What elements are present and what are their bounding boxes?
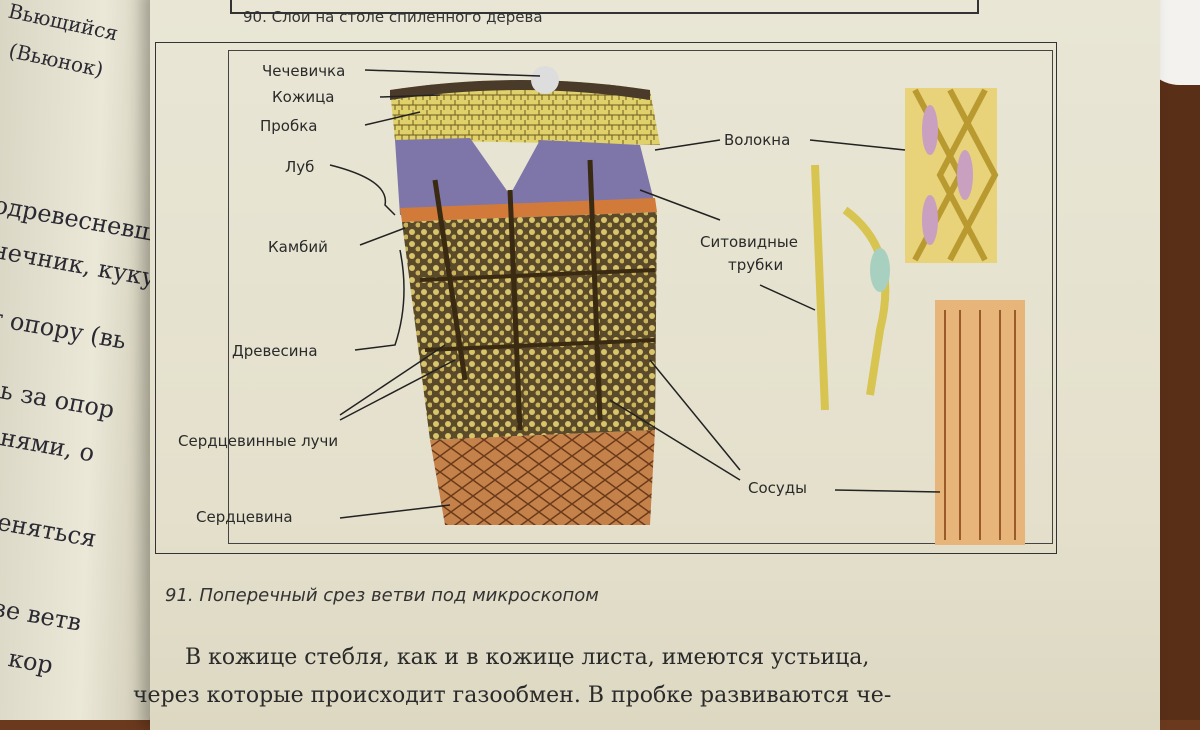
label-wood: Древесина <box>232 342 318 360</box>
label-cambium: Камбий <box>268 238 328 256</box>
label-sieve-tubes-2: трубки <box>728 256 784 274</box>
figure91-outer-frame <box>155 42 1057 554</box>
label-medullary-rays: Сердцевинные лучи <box>178 432 339 450</box>
cork-layer <box>390 80 660 145</box>
label-phloem: Луб <box>285 158 315 176</box>
label-cork: Пробка <box>260 117 318 135</box>
epidermis-layer <box>390 80 650 100</box>
annual-ring <box>419 268 656 352</box>
table-surface <box>1160 0 1200 720</box>
pith <box>430 430 655 525</box>
medullary-ray <box>587 159 603 421</box>
vessels-drawing <box>935 300 1025 545</box>
figure91-inner-frame <box>228 50 1053 544</box>
label-vessels: Сосуды <box>748 479 807 497</box>
medullary-ray <box>507 189 523 431</box>
figure91-caption: 91. Поперечный срез ветви под микроскопо… <box>165 585 599 606</box>
medullary-ray <box>432 179 468 381</box>
figure90-frame <box>230 0 979 14</box>
fibers-drawing <box>905 88 999 263</box>
sieve-tubes-drawing <box>811 164 890 411</box>
body-text-line: через которые происходит газообмен. В пр… <box>133 683 892 708</box>
label-epidermis: Кожица <box>272 88 335 106</box>
label-lenticel: Чечевичка <box>262 62 346 80</box>
leader-lines <box>329 69 941 519</box>
label-pith: Сердцевина <box>196 508 293 526</box>
figure90-title: 90. Слои на столе спиленного дерева <box>243 8 543 26</box>
label-fibers: Волокна <box>724 131 791 149</box>
lenticel <box>531 66 559 94</box>
label-sieve-tubes-1: Ситовидные <box>700 233 798 251</box>
body-text-line: В кожице стебля, как и в кожице листа, и… <box>185 645 870 670</box>
